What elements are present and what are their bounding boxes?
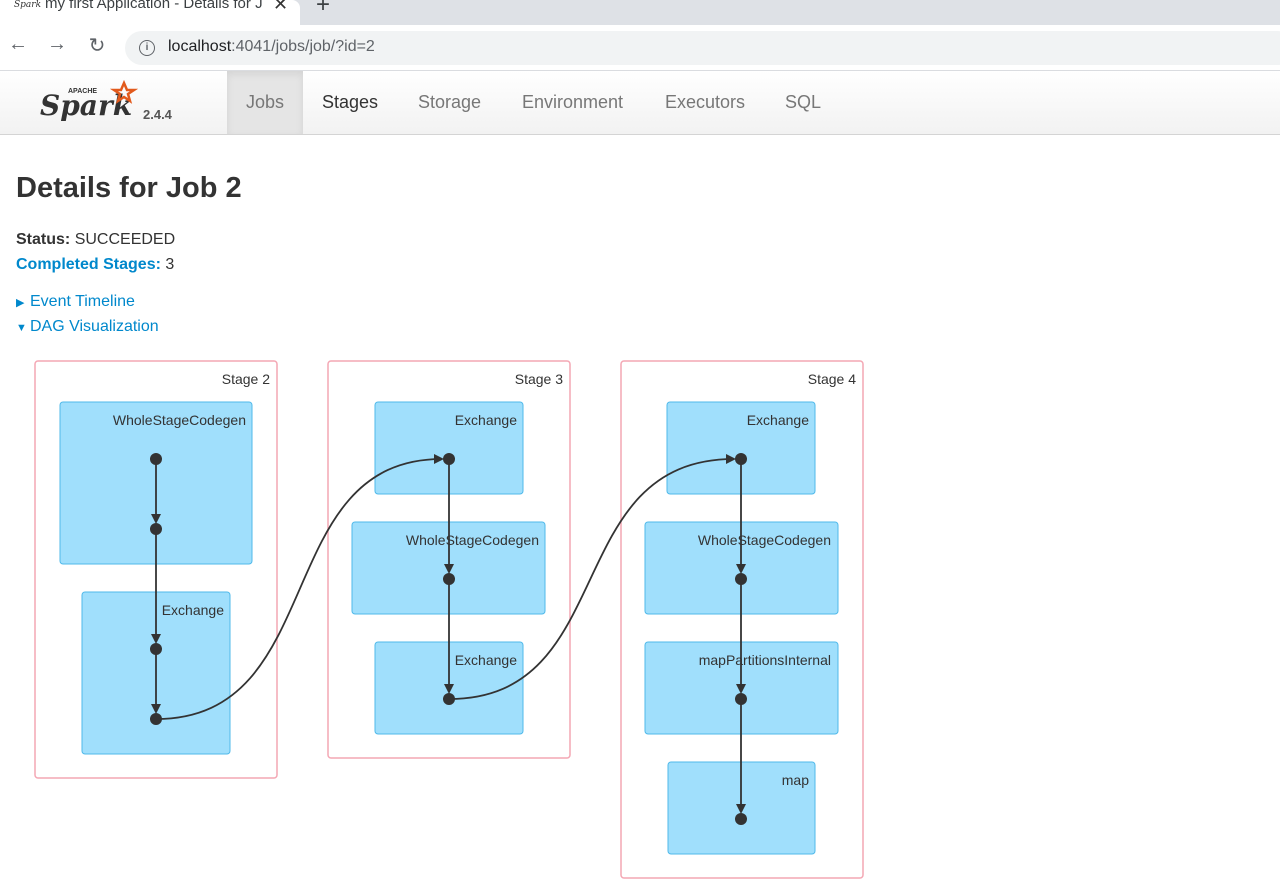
browser-tabstrip: Spark my first Application - Details for…	[0, 0, 1280, 25]
dag-edges	[151, 454, 746, 814]
plus-icon[interactable]: +	[316, 0, 331, 18]
nav-tab-storage[interactable]: Storage	[418, 92, 482, 112]
svg-text:WholeStageCodegen: WholeStageCodegen	[698, 532, 831, 548]
dag-visualization: Stage 2 WholeStageCodegen Exchange Stage…	[34, 360, 864, 879]
browser-tab[interactable]: Spark my first Application - Details for…	[0, 0, 300, 25]
svg-text:APACHE: APACHE	[68, 88, 97, 95]
completed-stages-link[interactable]: Completed Stages:	[16, 256, 161, 273]
svg-text:Exchange: Exchange	[162, 602, 224, 618]
stage-4-cluster[interactable]: Stage 4 Exchange WholeStageCodegen mapPa…	[620, 360, 864, 879]
svg-text:WholeStageCodegen: WholeStageCodegen	[406, 532, 539, 548]
browser-toolbar: ← → ↻ i localhost:4041/jobs/job/?id=2	[0, 25, 1280, 71]
status-value: SUCCEEDED	[74, 231, 176, 248]
status-label: Status:	[16, 231, 71, 248]
svg-text:mapPartitionsInternal: mapPartitionsInternal	[699, 652, 831, 668]
reload-icon[interactable]: ↻	[88, 35, 106, 57]
svg-text:Exchange: Exchange	[455, 652, 517, 668]
svg-text:Spark: Spark	[40, 89, 132, 122]
nav-tab-jobs[interactable]: Jobs	[227, 71, 304, 134]
nav-tab-environment[interactable]: Environment	[522, 92, 624, 112]
spark-logo[interactable]: APACHE Spark	[38, 79, 138, 125]
completed-stages-count: 3	[165, 256, 175, 273]
back-arrow-icon[interactable]: ←	[8, 33, 28, 55]
spark-favicon-icon: Spark	[14, 0, 42, 10]
spark-navbar: APACHE Spark 2.4.4 Jobs Stages Storage E…	[0, 71, 1280, 135]
dag-dots	[150, 453, 747, 825]
dag-node[interactable]: Exchange	[666, 401, 816, 495]
stage-4-label: Stage 4	[808, 371, 856, 387]
forward-arrow-icon[interactable]: →	[47, 33, 67, 55]
nav-tab-sql[interactable]: SQL	[785, 92, 822, 112]
stage-2-label: Stage 2	[222, 371, 270, 387]
dag-node[interactable]: Exchange	[374, 401, 524, 495]
address-bar[interactable]: i localhost:4041/jobs/job/?id=2	[125, 31, 1280, 65]
caret-down-icon: ▼	[16, 322, 27, 334]
completed-stages: Completed Stages: 3	[16, 256, 174, 274]
url-text[interactable]: localhost:4041/jobs/job/?id=2	[168, 38, 375, 55]
spark-version: 2.4.4	[143, 107, 172, 122]
svg-text:Exchange: Exchange	[455, 412, 517, 428]
dag-visualization-toggle[interactable]: ▼DAG Visualization	[16, 318, 159, 335]
event-timeline-toggle[interactable]: ▶Event Timeline	[16, 293, 135, 310]
stage-3-label: Stage 3	[515, 371, 563, 387]
close-icon[interactable]: ✕	[273, 0, 289, 14]
tab-title: my first Application - Details for J	[45, 0, 263, 12]
nav-tab-executors[interactable]: Executors	[665, 92, 746, 112]
caret-right-icon: ▶	[16, 297, 25, 309]
svg-text:map: map	[782, 772, 809, 788]
svg-text:WholeStageCodegen: WholeStageCodegen	[113, 412, 246, 428]
info-icon[interactable]: i	[139, 40, 155, 56]
nav-tab-stages[interactable]: Stages	[322, 92, 379, 112]
svg-text:Exchange: Exchange	[747, 412, 809, 428]
job-status: Status: SUCCEEDED	[16, 231, 175, 249]
page-title: Details for Job 2	[16, 172, 242, 204]
